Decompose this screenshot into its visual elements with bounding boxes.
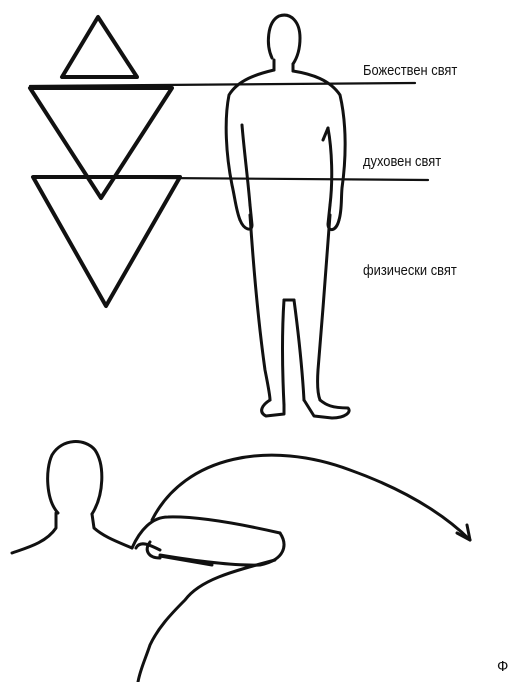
triangle-up-icon — [62, 17, 137, 77]
spiritual-world-label: духовен свят — [363, 153, 441, 170]
corner-mark: Ф — [497, 658, 508, 675]
divine-level-line — [30, 83, 415, 86]
triangle-down-icon — [33, 177, 180, 306]
human-figure — [226, 15, 349, 418]
divine-world-label: Божествен свят — [363, 62, 457, 79]
curved-arrow-icon — [152, 455, 470, 540]
head-shoulder-figure — [12, 442, 284, 682]
physical-world-label: физически свят — [363, 262, 457, 279]
triangle-down-icon — [30, 88, 172, 198]
